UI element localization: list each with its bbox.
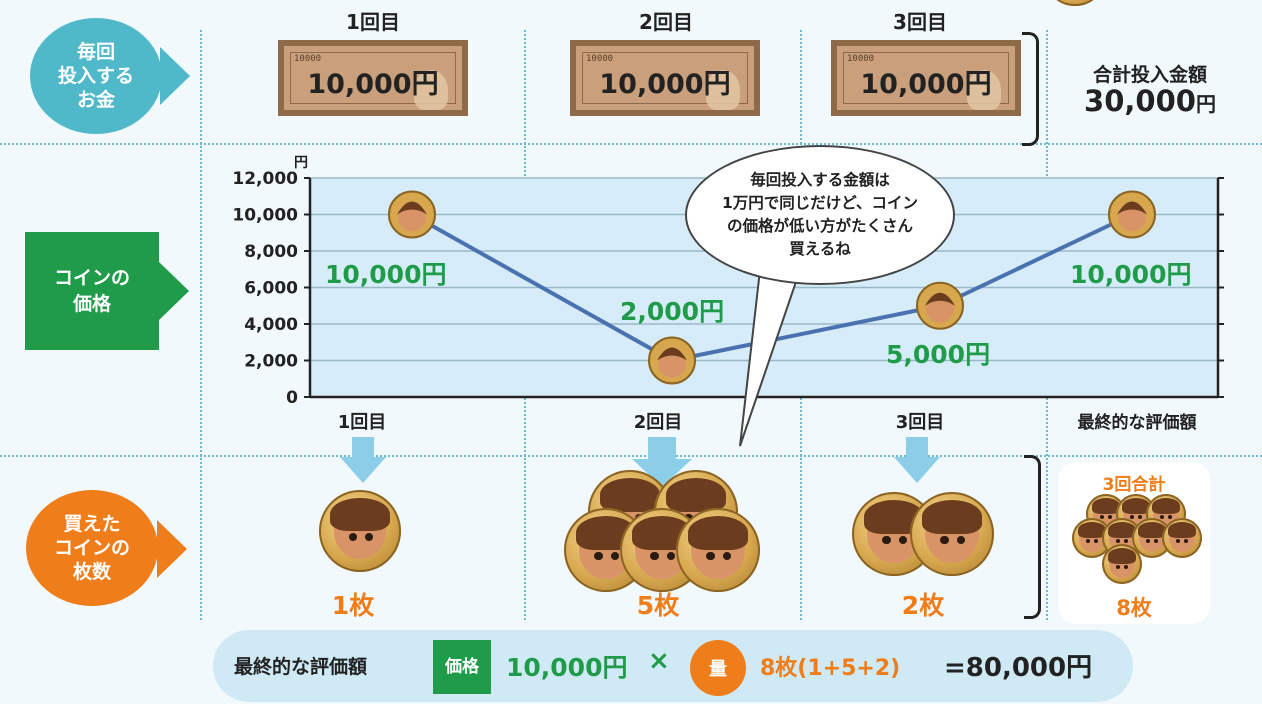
summary-title: 3回合計 [1102, 475, 1166, 495]
price-tag: 価格 [433, 640, 491, 694]
row-label-coins: 買えた コインの 枚数 [26, 490, 158, 606]
formula-price: 10,000円 [506, 653, 628, 682]
coin-icon [676, 508, 760, 592]
coin-count: 5枚 [636, 591, 680, 620]
banknote-serial: 10000 [847, 54, 875, 64]
price-line [411, 212, 1133, 363]
arrow-right-icon [159, 262, 189, 320]
col-divider-1 [200, 30, 202, 620]
arrow-right-icon [157, 520, 187, 578]
arrow-down-icon [632, 437, 692, 487]
arrow-right-icon [160, 47, 190, 105]
row-divider-1 [0, 143, 1262, 145]
banknote: 10000 10,000円 [278, 40, 468, 116]
y-tick-label: 10,000 [232, 206, 298, 226]
data-point-coin [648, 336, 696, 385]
summary-count: 8枚 [1116, 596, 1152, 620]
banknote-amount: 10,000円 [860, 69, 992, 100]
x-tick-label: 2回目 [633, 412, 683, 433]
point-label: 5,000円 [886, 340, 991, 369]
banknote-serial: 10000 [294, 54, 322, 64]
coin-icon [319, 490, 401, 572]
point-label: 10,000円 [325, 260, 447, 289]
formula-label: 最終的な評価額 [234, 656, 368, 678]
coin-icon [1162, 518, 1202, 558]
banknote-amount: 10,000円 [307, 69, 439, 100]
banknote: 10000 10,000円 [831, 40, 1021, 116]
portrait-icon [706, 70, 740, 110]
data-point-coin [388, 190, 436, 239]
column-header: 2回目 [639, 10, 693, 34]
y-tick-label: 2,000 [244, 352, 298, 372]
y-tick-label: 8,000 [244, 242, 298, 262]
arrow-down-icon [340, 437, 386, 483]
row-label-invest: 毎回 投入する お金 [30, 18, 162, 134]
formula-times: × [648, 646, 670, 676]
formula-result: =80,000円 [944, 653, 1093, 683]
portrait-icon [414, 70, 448, 110]
speech-bubble-text: 毎回投入する金額は 1万円で同じだけど、コイン の価格が低い方がたくさん 買える… [721, 171, 918, 258]
coin-bracket [1024, 455, 1041, 619]
x-tick-label: 最終的な評価額 [1077, 413, 1197, 433]
column-header: 1回目 [346, 10, 400, 34]
total-bracket [1022, 32, 1039, 146]
bubble-tail [739, 270, 802, 447]
qty-tag: 量 [690, 640, 746, 696]
coin-icon [910, 492, 994, 576]
arrow-down-icon [894, 437, 940, 483]
total-unit: 円 [1195, 92, 1216, 116]
y-tick-label: 4,000 [244, 315, 298, 335]
row-label-invest-text: 毎回 投入する お金 [57, 41, 134, 111]
data-point-coin [916, 281, 964, 330]
y-axis-unit: 円 [294, 155, 308, 171]
y-tick-label: 12,000 [232, 169, 298, 189]
total-amount: 30,000 [1084, 84, 1196, 118]
formula-qty: 8枚(1+5+2) [760, 656, 901, 681]
coin-count: 2枚 [901, 591, 945, 620]
portrait-icon [967, 70, 1001, 110]
column-header: 3回目 [893, 10, 947, 34]
point-label: 10,000円 [1070, 260, 1192, 289]
coin-icon [1102, 544, 1142, 584]
row-label-price-text: コインの 価格 [53, 267, 130, 315]
total-label: 合計投入金額 [1092, 64, 1207, 86]
x-tick-label: 1回目 [337, 412, 387, 433]
banknote-amount: 10,000円 [599, 69, 731, 100]
row-label-coins-text: 買えた コインの 枚数 [53, 513, 130, 583]
row-divider-2 [0, 455, 1262, 457]
y-tick-label: 0 [286, 388, 298, 408]
speech-bubble: 毎回投入する金額は 1万円で同じだけど、コイン の価格が低い方がたくさん 買える… [685, 145, 955, 285]
banknote-serial: 10000 [586, 54, 614, 64]
banknote: 10000 10,000円 [570, 40, 760, 116]
y-tick-label: 6,000 [244, 279, 298, 299]
row-label-price: コインの 価格 [25, 232, 159, 350]
coin-count: 1枚 [331, 591, 375, 620]
x-tick-label: 3回目 [895, 412, 945, 433]
summary-box: 3回合計 8枚 [1058, 462, 1210, 624]
formula-bar [213, 630, 1133, 702]
point-label: 2,000円 [620, 297, 725, 326]
coin-icon [1048, 0, 1102, 6]
total-value: 30,000円 [1060, 84, 1240, 118]
data-point-coin [1108, 190, 1156, 239]
